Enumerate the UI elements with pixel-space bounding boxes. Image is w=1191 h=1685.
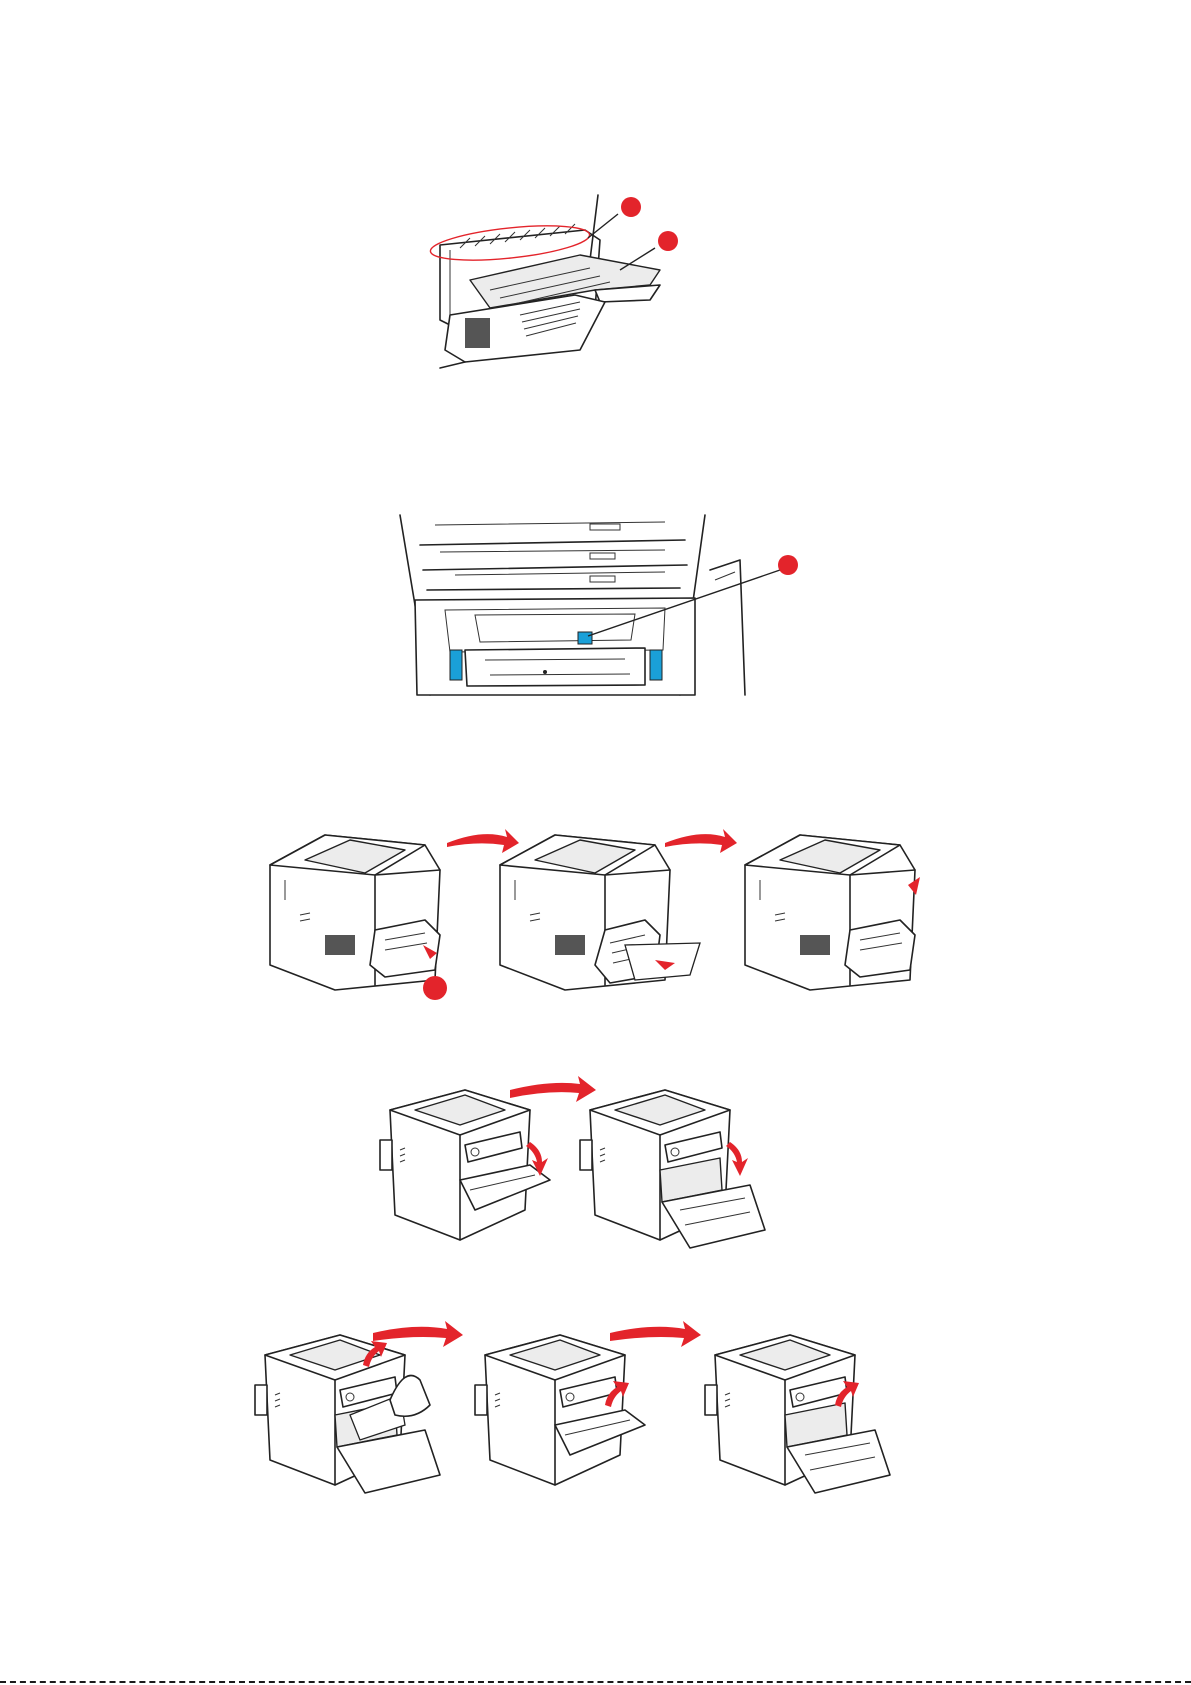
- step-arrow-2: [665, 829, 737, 853]
- callout-marker-4: [423, 976, 447, 1000]
- figure-front-paper-removal-sequence: [255, 1325, 925, 1495]
- callout-marker-1: [621, 197, 641, 217]
- step-arrow-1: [447, 829, 519, 853]
- step-arrow-3: [510, 1076, 596, 1102]
- callout-marker-3: [778, 555, 798, 575]
- open-cover-illustration: [395, 510, 815, 700]
- front-cover-illustration: [380, 1080, 790, 1250]
- step-2-close-inner-cover: [475, 1335, 645, 1485]
- figure-open-cover-interior: [395, 510, 815, 700]
- duplex-sequence-illustration: [265, 825, 925, 1005]
- step-3-close-front-cover: [705, 1335, 890, 1493]
- step-2-cover-open: [580, 1090, 765, 1248]
- step-arrow-5: [610, 1321, 701, 1347]
- callout-marker-2: [658, 231, 678, 251]
- step-2-duplex-open: [500, 835, 700, 990]
- figure-rear-duplex-sequence: [265, 825, 925, 1005]
- paper-removal-illustration: [255, 1325, 925, 1495]
- step-1-remove-jammed-paper: [255, 1335, 440, 1493]
- figure-rear-exit-detail: [430, 190, 730, 370]
- rear-exit-illustration: [430, 190, 730, 370]
- figure-front-cover-sequence: [380, 1080, 790, 1250]
- step-1-cover-closed: [380, 1090, 550, 1240]
- step-1-duplex-in-place: [270, 835, 447, 1000]
- page-footer-rule: [0, 1681, 1191, 1683]
- step-3-duplex-reinserted: [745, 835, 920, 990]
